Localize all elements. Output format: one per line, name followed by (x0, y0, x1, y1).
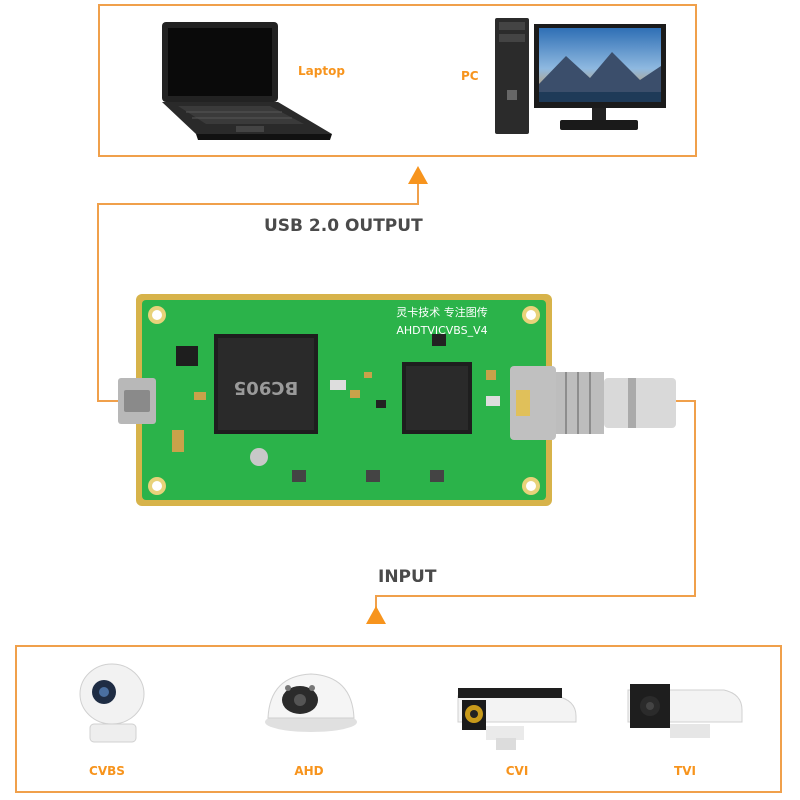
output-devices-frame (98, 4, 697, 157)
cvbs-camera-icon (79, 663, 145, 743)
input-label: INPUT (378, 567, 437, 587)
board-silk-model: AHDTVICVBS_V4 (396, 324, 487, 337)
input-line (375, 400, 696, 620)
main-chip-label: BC905 (234, 377, 299, 398)
cvi-camera-icon (457, 688, 577, 750)
camera-label-cvbs: CVBS (89, 764, 125, 778)
camera-label-cvi: CVI (505, 764, 529, 778)
input-arrow (366, 606, 386, 624)
usb-output-arrow (408, 166, 428, 184)
camera-label-tvi: TVI (674, 764, 696, 778)
ahd-camera-icon (265, 673, 357, 732)
input-cameras-frame (15, 645, 782, 793)
pc-label: PC (461, 69, 479, 83)
laptop-label: Laptop (298, 64, 345, 78)
camera-label-ahd: AHD (294, 764, 324, 778)
board-silk-title: 灵卡技术 专注图传 (396, 305, 488, 319)
usb-output-label: USB 2.0 OUTPUT (264, 216, 423, 236)
usb-output-line (97, 178, 419, 402)
tvi-camera-icon (627, 684, 743, 738)
